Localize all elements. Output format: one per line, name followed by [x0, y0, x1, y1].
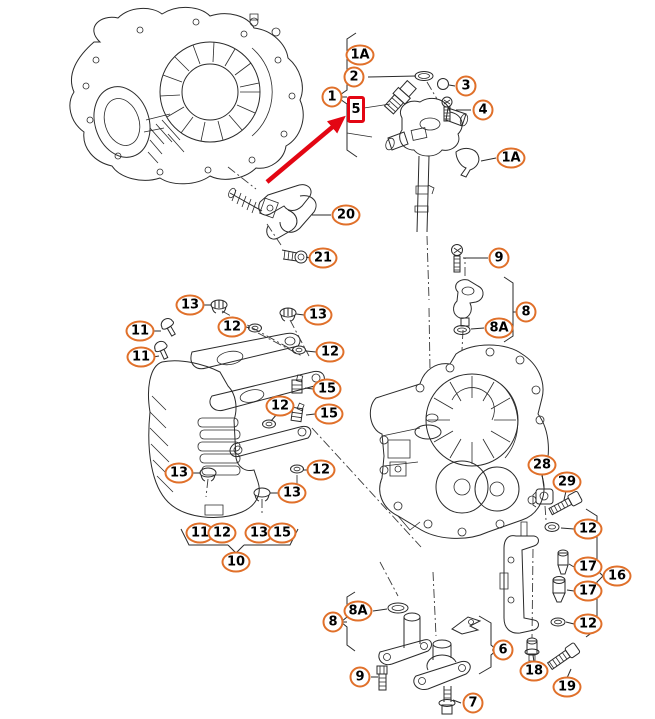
- bolt-4-drawing: [442, 97, 452, 121]
- callout-13[interactable]: 13: [164, 462, 194, 484]
- callout-8[interactable]: 8: [515, 301, 537, 323]
- gear-ribs: [198, 418, 240, 475]
- gear-housing-drawing: [149, 311, 422, 547]
- selector-mechanism-drawing: [347, 72, 479, 371]
- callout-16[interactable]: 16: [602, 565, 632, 587]
- bolt-holes: [83, 19, 295, 175]
- callout-11[interactable]: 11: [125, 320, 155, 342]
- callout-18[interactable]: 18: [519, 660, 549, 682]
- callout-12[interactable]: 12: [573, 613, 603, 635]
- callout-28[interactable]: 28: [527, 454, 557, 476]
- callout-15[interactable]: 15: [314, 403, 344, 425]
- highlighted-callout-5[interactable]: 5: [347, 96, 365, 123]
- callout-13[interactable]: 13: [244, 522, 274, 544]
- part-1a-drawing: [456, 148, 479, 177]
- rib-lines: [160, 42, 260, 141]
- callout-1a[interactable]: 1A: [496, 147, 526, 169]
- callout-1[interactable]: 1: [321, 86, 343, 108]
- callout-13[interactable]: 13: [277, 482, 307, 504]
- callout-12[interactable]: 12: [573, 518, 603, 540]
- shift-fork-drawing: [227, 167, 316, 263]
- callout-6[interactable]: 6: [492, 639, 514, 661]
- gearbox-ribs: [428, 376, 516, 464]
- callout-1a[interactable]: 1A: [345, 44, 375, 66]
- plug-18-drawing: [525, 638, 539, 661]
- clutch-housing-drawing: [70, 7, 303, 183]
- callout-15[interactable]: 15: [267, 522, 297, 544]
- callout-12[interactable]: 12: [207, 522, 237, 544]
- callout-3[interactable]: 3: [455, 75, 477, 97]
- callout-21[interactable]: 21: [308, 247, 338, 269]
- valve-17-drawing: [553, 550, 568, 602]
- callout-2[interactable]: 2: [343, 66, 365, 88]
- gearbox-bolt-holes: [380, 348, 544, 536]
- bolt-19-drawing: [546, 642, 580, 671]
- callout-17[interactable]: 17: [573, 580, 603, 602]
- callout-9[interactable]: 9: [349, 666, 371, 688]
- breather-11-drawing: [153, 316, 179, 361]
- speedo-drive-drawing: [452, 245, 484, 351]
- callout-4[interactable]: 4: [472, 99, 494, 121]
- callout-29[interactable]: 29: [552, 471, 582, 493]
- bolt-29-drawing: [548, 491, 583, 517]
- callout-20[interactable]: 20: [331, 204, 361, 226]
- casting-hatch: [144, 114, 184, 163]
- callout-15[interactable]: 15: [312, 378, 342, 400]
- callout-13[interactable]: 13: [175, 294, 205, 316]
- callout-8[interactable]: 8: [322, 611, 344, 633]
- top-bolts: [250, 14, 280, 36]
- callout-7[interactable]: 7: [462, 692, 484, 714]
- callout-11[interactable]: 11: [126, 346, 156, 368]
- callout-9[interactable]: 9: [488, 247, 510, 269]
- callout-12[interactable]: 12: [306, 459, 336, 481]
- callout-13[interactable]: 13: [303, 304, 333, 326]
- cap-13-drawing: [200, 300, 296, 501]
- bolt-21-drawing: [282, 250, 307, 263]
- sensor-5-drawing: [383, 79, 418, 115]
- bolt-9-bottom-drawing: [377, 666, 387, 690]
- bottom-centre-drawing: [377, 603, 480, 714]
- grouping-brackets: [181, 33, 603, 674]
- callout-8a[interactable]: 8A: [343, 600, 373, 622]
- callout-8a[interactable]: 8A: [484, 317, 514, 339]
- bolt-7-drawing: [439, 686, 455, 714]
- callout-17[interactable]: 17: [573, 556, 603, 578]
- right-column-drawing: [500, 489, 583, 671]
- callout-12[interactable]: 12: [265, 395, 295, 417]
- callout-19[interactable]: 19: [552, 676, 582, 698]
- callout-12[interactable]: 12: [315, 341, 345, 363]
- switch-15-drawing: [291, 375, 304, 422]
- callout-12[interactable]: 12: [217, 316, 247, 338]
- callout-10[interactable]: 10: [221, 551, 251, 573]
- main-gearbox-drawing: [370, 345, 548, 638]
